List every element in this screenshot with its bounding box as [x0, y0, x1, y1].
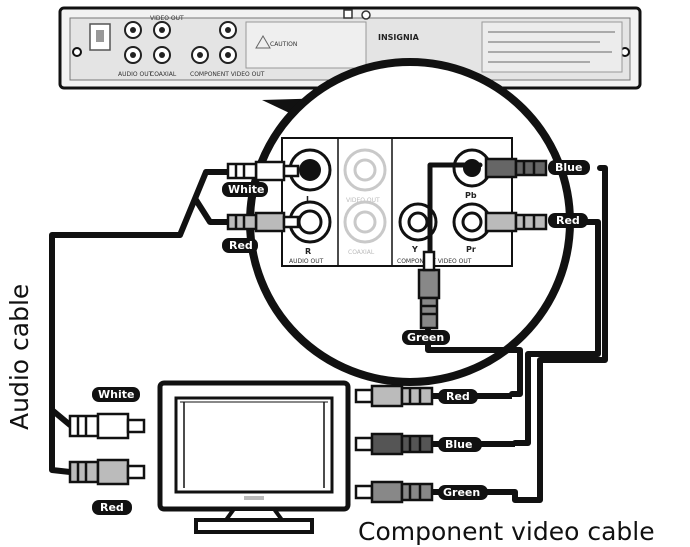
tv-audio-plugs: [68, 412, 146, 486]
audio-cable-red-branch: [193, 197, 231, 225]
label-pr: Pr: [466, 245, 476, 254]
svg-text:Red: Red: [556, 214, 580, 227]
svg-text:Blue: Blue: [555, 161, 582, 174]
svg-text:Blue: Blue: [445, 438, 472, 451]
label-video-out: VIDEO OUT: [346, 197, 380, 204]
svg-text:White: White: [98, 388, 134, 401]
tag-white-tv: White: [92, 387, 140, 402]
tag-red-tv: Red: [92, 500, 132, 515]
caption-audio-cable: Audio cable: [5, 284, 34, 430]
plug-blue-player: [484, 157, 518, 179]
cables: [49, 162, 608, 503]
plug-white-player: [254, 160, 286, 182]
tv: [157, 380, 351, 534]
zoom-panel: L R AUDIO OUT VIDEO OUT COAXIAL Y Pb Pr: [281, 137, 513, 267]
label-y: Y: [411, 245, 418, 254]
plug-blue-comp: [370, 432, 404, 456]
plug-red-tv: [68, 460, 100, 484]
component-cable-blue: [512, 165, 608, 503]
player-back-panel: AUDIO OUT COAXIAL COMPONENT VIDEO OUT VI…: [58, 6, 642, 90]
back-label-coaxial: COAXIAL: [150, 71, 177, 78]
audio-cable-red: [49, 407, 73, 475]
plug-red-player: [254, 211, 286, 233]
svg-text:White: White: [228, 183, 264, 196]
tag-green-mid: Green: [402, 330, 450, 345]
screw-left: [72, 47, 82, 57]
caution-sticker: [245, 21, 367, 69]
back-label-component: COMPONENT VIDEO OUT: [190, 71, 265, 78]
label-r: R: [305, 247, 311, 256]
svg-text:Red: Red: [100, 501, 124, 514]
rating-sticker: [481, 21, 623, 73]
plug-green-comp: [370, 480, 404, 504]
label-l: L: [306, 195, 311, 204]
caption-component-video-cable: Component video cable: [358, 517, 655, 546]
tag-red-comp: Red: [438, 389, 478, 404]
component-cable-red: [512, 219, 601, 446]
plug-red-pr: [484, 211, 518, 233]
svg-text:Red: Red: [229, 239, 253, 252]
tv-screen: [174, 396, 334, 494]
svg-text:Green: Green: [407, 331, 444, 344]
tv-component-plugs: [354, 384, 434, 504]
back-jacks: [124, 21, 237, 64]
back-label-video-out: VIDEO OUT: [150, 15, 184, 22]
player-plugs: [226, 157, 548, 330]
tag-blue-top: Blue: [548, 160, 590, 175]
back-label-audio-out: AUDIO OUT: [118, 71, 153, 78]
tag-red-top: Red: [222, 238, 258, 253]
tag-green-comp: Green: [438, 485, 488, 500]
tag-blue-comp: Blue: [438, 437, 482, 452]
plug-white-tv: [68, 414, 100, 438]
brand-label: INSIGNIA: [378, 33, 420, 42]
tv-stand-base: [194, 518, 314, 534]
tag-red-right: Red: [548, 213, 588, 228]
plug-red-comp: [370, 384, 404, 408]
label-audio-out: AUDIO OUT: [289, 258, 324, 265]
plug-green-player: [417, 268, 441, 300]
tag-white-top: White: [222, 182, 268, 197]
label-coaxial: COAXIAL: [348, 249, 375, 256]
power-jack-icon: [361, 10, 371, 20]
label-pb: Pb: [465, 191, 477, 200]
back-label-caution: CAUTION: [270, 41, 297, 48]
svg-text:Green: Green: [443, 486, 480, 499]
svg-text:Red: Red: [446, 390, 470, 403]
